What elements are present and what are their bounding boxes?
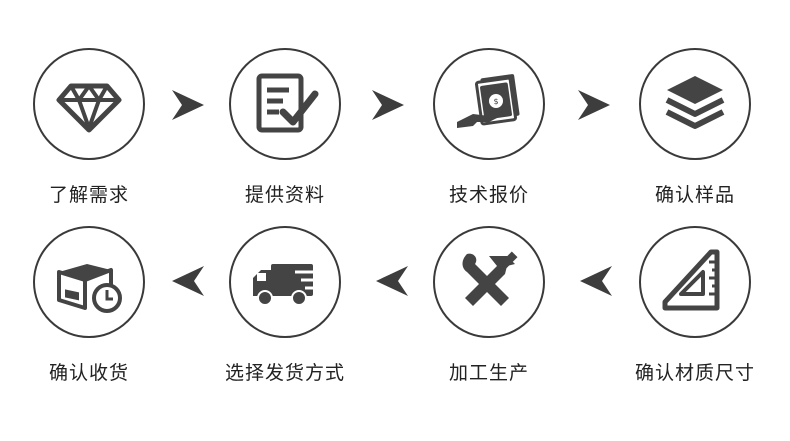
step-processing-production: 加工生产	[424, 226, 554, 385]
step-confirm-receipt: 确认收货	[24, 226, 154, 385]
arrow-right-icon	[170, 88, 206, 122]
step-confirm-material-size: 确认材质尺寸	[630, 226, 760, 385]
layers-icon	[665, 76, 725, 129]
delivery-truck-icon	[253, 264, 317, 306]
step-circle: $	[433, 48, 545, 160]
step-circle	[229, 226, 341, 338]
svg-text:$: $	[493, 97, 498, 106]
step-provide-materials: 提供资料	[220, 48, 350, 207]
step-circle	[639, 48, 751, 160]
step-technical-quote: $ 技术报价	[424, 48, 554, 207]
step-circle	[639, 226, 751, 338]
arrow-right-icon	[370, 88, 406, 122]
money-hand-icon: $	[457, 74, 520, 128]
diamond-icon	[56, 83, 122, 133]
step-label: 确认样品	[654, 184, 735, 206]
triangle-ruler-icon	[662, 249, 720, 311]
step-confirm-sample: 确认样品	[630, 48, 760, 207]
step-label: 确认收货	[48, 362, 129, 384]
step-circle	[33, 226, 145, 338]
step-label: 选择发货方式	[224, 362, 345, 384]
step-choose-shipping: 选择发货方式	[220, 226, 350, 385]
arrow-left-icon	[170, 264, 206, 298]
arrow-left-icon	[374, 264, 410, 298]
step-label: 加工生产	[448, 362, 529, 384]
step-label: 提供资料	[244, 184, 325, 206]
step-circle	[33, 48, 145, 160]
step-understand-needs: 了解需求	[24, 48, 154, 207]
step-label: 技术报价	[448, 184, 529, 206]
box-clock-icon	[57, 264, 122, 313]
step-label: 确认材质尺寸	[634, 362, 755, 384]
tools-icon	[462, 251, 518, 306]
arrow-left-icon	[578, 264, 614, 298]
step-circle	[229, 48, 341, 160]
step-label: 了解需求	[48, 184, 129, 206]
arrow-right-icon	[576, 88, 612, 122]
step-circle	[433, 226, 545, 338]
document-check-icon	[256, 73, 319, 133]
